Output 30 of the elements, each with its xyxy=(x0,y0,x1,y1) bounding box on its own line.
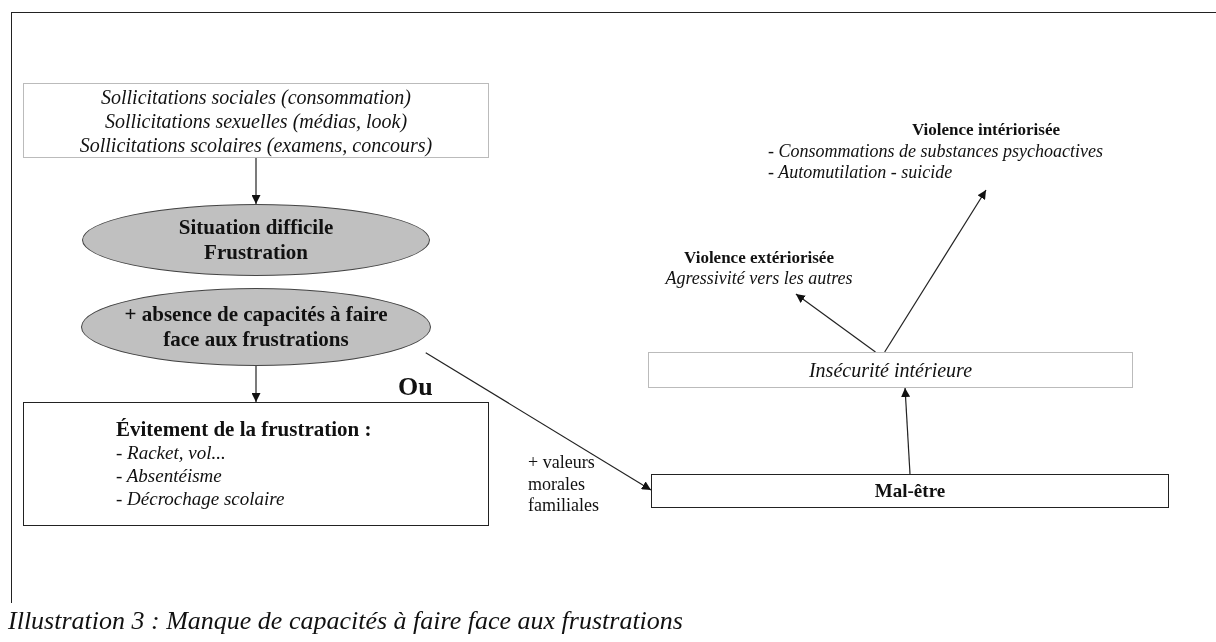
node-heading: Violence intériorisée xyxy=(911,120,1061,141)
node-heading: Violence extériorisée xyxy=(684,248,834,269)
node-text: Frustration xyxy=(204,240,308,266)
node-text: + absence de capacités à faire face aux frustrations xyxy=(123,301,389,353)
node-heading: Évitement de la frustration : xyxy=(116,417,372,443)
process-box xyxy=(23,402,489,526)
arrow xyxy=(251,365,261,403)
node-text: - Absentéisme xyxy=(116,465,222,488)
arrow xyxy=(251,157,261,205)
text-box xyxy=(23,83,489,158)
node-heading: Situation difficile xyxy=(178,214,334,240)
arrow xyxy=(795,293,877,353)
process-box xyxy=(651,474,1169,508)
node-text: - Racket, vol... xyxy=(116,442,226,466)
node-text: Sollicitations scolaires (examens, concours) xyxy=(79,132,433,157)
caption: Illustration 3 : Manque de capacités à faire face aux frustrations xyxy=(8,606,683,636)
arrow xyxy=(425,352,652,491)
node-text: - Décrochage scolaire xyxy=(116,488,285,511)
node-text: Agressivité vers les autres xyxy=(665,268,853,290)
node-text: Insécurité intérieure xyxy=(808,358,973,382)
node-text: - Automutilation - suicide xyxy=(768,162,953,184)
node-text: Mal-être xyxy=(874,479,946,503)
note-label: Ou xyxy=(398,374,433,400)
text-box xyxy=(648,352,1133,388)
arrow xyxy=(884,189,987,353)
node-text: Sollicitations sexuelles (médias, look) xyxy=(104,109,408,133)
node-text: Sollicitations sociales (consommation) xyxy=(101,84,411,109)
arrow xyxy=(901,387,911,475)
node-text: - Consommations de substances psychoactives xyxy=(768,140,1103,163)
edge-label: + valeurs morales familiales xyxy=(528,452,600,517)
